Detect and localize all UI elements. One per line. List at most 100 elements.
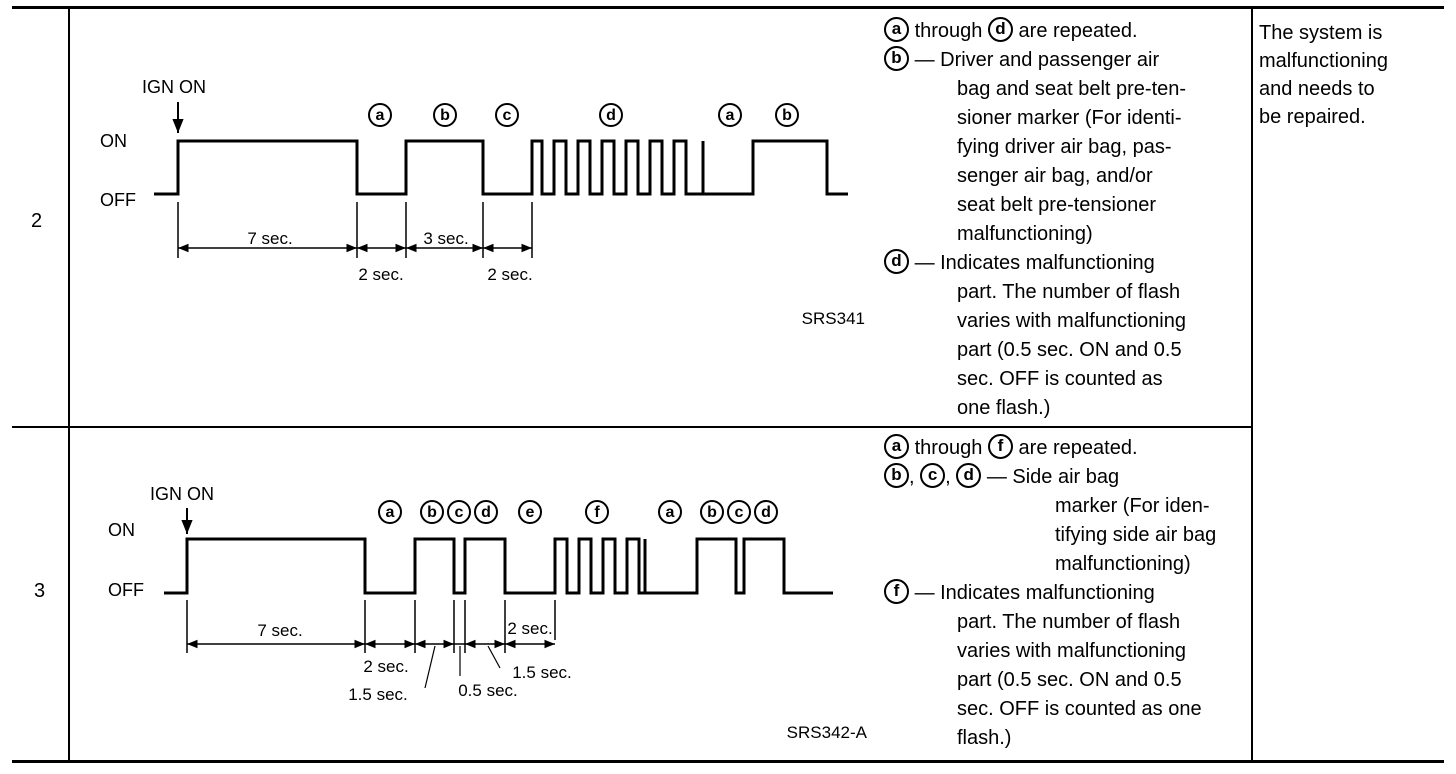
- ign-on-label: IGN ON: [142, 77, 206, 97]
- m3-d2: d: [761, 504, 771, 521]
- marker-f-icon-2: f: [884, 579, 909, 605]
- status-line-1: malfunctioning: [1259, 50, 1388, 72]
- marker-d-circle: [599, 103, 623, 127]
- through-text-3: through: [914, 437, 983, 459]
- m3-b2-circle: [700, 500, 724, 524]
- marker-f-icon: f: [987, 434, 1013, 460]
- m3-a-circle: [378, 500, 402, 524]
- marker-labels: a b c d a b: [368, 103, 799, 127]
- f-line-1: part. The number of flash: [957, 611, 1181, 633]
- m3-a: a: [386, 504, 395, 521]
- marker-b: b: [440, 107, 450, 124]
- sep-2: ,: [945, 466, 951, 488]
- m3-a2-circle: [658, 500, 682, 524]
- timing-diagram-row-3: IGN ON ON OFF a b c d e f a b c d: [108, 484, 868, 742]
- status-line-3: be repaired.: [1259, 106, 1366, 128]
- marker-b2: b: [782, 107, 792, 124]
- col-divider-number: [68, 8, 70, 761]
- b-line-0: — Driver and passenger air: [914, 49, 1160, 71]
- row-2-description: a through d are repeated. b — Driver and…: [884, 17, 1186, 423]
- bcd-line-1: marker (For iden-: [1055, 495, 1210, 517]
- status-text: The system is malfunctioning and needs t…: [1259, 19, 1388, 131]
- timing-label-7sec: 7 sec.: [247, 229, 292, 248]
- timing-diagram-row-2: IGN ON ON OFF a b c d a b: [100, 77, 865, 328]
- marker-d-icon-2: d: [884, 249, 909, 275]
- m3-e-circle: [518, 500, 542, 524]
- marker-c-icon-3: c: [920, 463, 946, 489]
- row-3-description: a through f are repeated. b, c, d — Side…: [884, 434, 1216, 753]
- marker-labels-3: a b c d e f a b c d: [378, 500, 778, 524]
- row-number-2: 2: [31, 210, 43, 232]
- d-line-1: part. The number of flash: [957, 281, 1181, 303]
- signal-waveform: [154, 139, 848, 196]
- b-line-6: malfunctioning): [957, 223, 1093, 245]
- repeated-text-3: are repeated.: [1018, 437, 1138, 459]
- d-line-0: — Indicates malfunctioning: [914, 252, 1155, 274]
- m3-d2-circle: [754, 500, 778, 524]
- b-line-4: senger air bag, and/or: [957, 165, 1153, 187]
- status-line-2: and needs to: [1259, 78, 1375, 100]
- d-line-5: one flash.): [957, 397, 1051, 419]
- marker-d-icon-3: d: [956, 463, 982, 489]
- off-level-label: OFF: [100, 190, 136, 210]
- col-divider-status: [1251, 8, 1253, 761]
- off-level-label-3: OFF: [108, 580, 144, 600]
- timing-label-2sec-c: 2 sec.: [487, 265, 532, 284]
- f-line-4: sec. OFF is counted as one: [957, 698, 1202, 720]
- timing-label-3sec: 3 sec.: [423, 229, 468, 248]
- table-bottom-border: [12, 760, 1444, 763]
- marker-a2: a: [726, 107, 735, 124]
- m3-d-circle: [474, 500, 498, 524]
- status-line-0: The system is: [1259, 22, 1383, 44]
- marker-a-circle: [368, 103, 392, 127]
- m3-e: e: [526, 504, 535, 521]
- marker-a2-circle: [718, 103, 742, 127]
- marker-a-icon-3: a: [884, 434, 909, 460]
- b-line-3: fying driver air bag, pas-: [957, 136, 1172, 158]
- through-text: through: [914, 20, 983, 42]
- t3-label-1-5sec-b: 1.5 sec.: [512, 663, 572, 682]
- marker-b-icon: b: [884, 46, 909, 72]
- row-number-3: 3: [34, 580, 46, 602]
- m3-b2: b: [707, 504, 717, 521]
- b-line-5: seat belt pre-tensioner: [957, 194, 1157, 216]
- f-line-3: part (0.5 sec. ON and 0.5: [957, 669, 1182, 691]
- f-line-5: flash.): [957, 727, 1012, 749]
- f-line-2: varies with malfunctioning: [957, 640, 1186, 662]
- signal-waveform-3: [164, 537, 833, 595]
- m3-f: f: [594, 504, 600, 521]
- m3-c: c: [455, 504, 464, 521]
- marker-b2-circle: [775, 103, 799, 127]
- m3-f-circle: [585, 500, 609, 524]
- m3-c2-circle: [727, 500, 751, 524]
- m3-c-circle: [447, 500, 471, 524]
- t3-label-2sec: 2 sec.: [363, 657, 408, 676]
- marker-c-circle: [495, 103, 519, 127]
- sep-1: ,: [909, 466, 915, 488]
- d-line-2: varies with malfunctioning: [957, 310, 1186, 332]
- f-line-0: — Indicates malfunctioning: [914, 582, 1155, 604]
- marker-d: d: [606, 107, 616, 124]
- t3-label-0-5sec: 0.5 sec.: [458, 681, 518, 700]
- m3-c2: c: [735, 504, 744, 521]
- on-level-label-3: ON: [108, 520, 135, 540]
- reference-code-3: SRS342-A: [787, 723, 868, 742]
- t3-label-1-5sec: 1.5 sec.: [348, 685, 408, 704]
- marker-c: c: [503, 107, 512, 124]
- timing-ticks-3: [186, 600, 556, 653]
- reference-code: SRS341: [802, 309, 865, 328]
- t3-label-7sec: 7 sec.: [257, 621, 302, 640]
- d-line-3: part (0.5 sec. ON and 0.5: [957, 339, 1182, 361]
- d-line-4: sec. OFF is counted as: [957, 368, 1163, 390]
- timing-ticks: [177, 202, 533, 258]
- b-line-2: sioner marker (For identi-: [957, 107, 1182, 129]
- marker-b-icon-3: b: [884, 463, 909, 489]
- marker-b-circle: [433, 103, 457, 127]
- on-level-label: ON: [100, 131, 127, 151]
- m3-b-circle: [420, 500, 444, 524]
- table-top-border: [12, 6, 1444, 9]
- m3-d: d: [481, 504, 491, 521]
- repeated-text: are repeated.: [1018, 20, 1138, 42]
- ign-on-label-3: IGN ON: [150, 484, 214, 504]
